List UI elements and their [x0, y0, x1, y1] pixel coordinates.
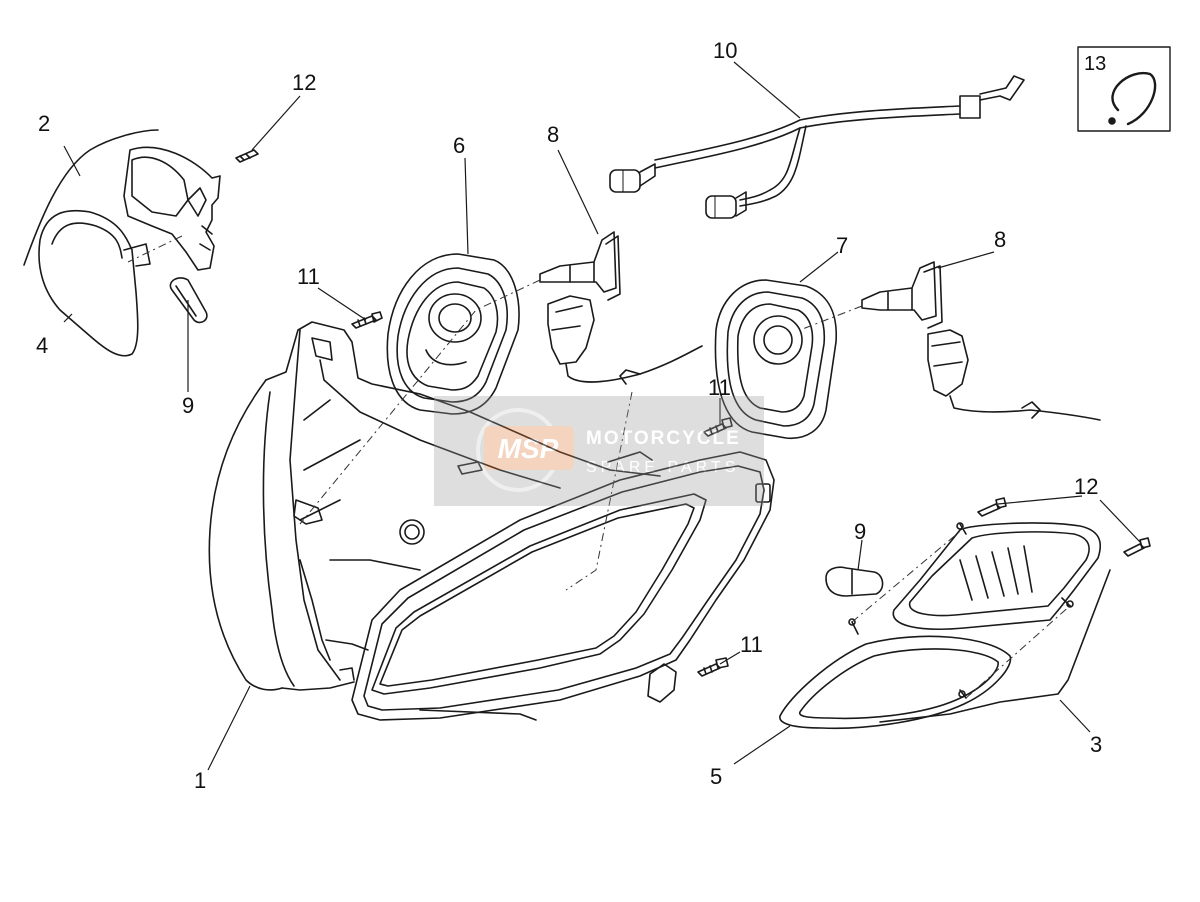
label-part-10: 10 — [713, 38, 738, 63]
part-11-screw-lower — [697, 657, 729, 677]
part-11-screw-upper-left — [351, 311, 383, 329]
part-12-screw-left — [235, 149, 259, 163]
label-part-7: 7 — [836, 233, 849, 258]
label-part-4: 4 — [36, 333, 49, 358]
part-12-screw-right-lower — [1123, 537, 1151, 557]
part-7-rubber-boot — [714, 279, 838, 439]
part-1-lens-frame — [351, 451, 775, 721]
part-5-indicator-lens — [779, 618, 1012, 730]
label-part-12-right: 12 — [1074, 474, 1099, 499]
watermark-logo: MSP — [498, 433, 559, 464]
part-11-screw-middle — [703, 417, 733, 437]
watermark-line2: SPARE PARTS — [586, 459, 739, 476]
part-3-indicator-housing — [879, 522, 1111, 723]
label-part-8-right: 8 — [994, 227, 1007, 252]
alignment-lines — [127, 235, 1073, 699]
label-part-8-left: 8 — [547, 122, 560, 147]
label-part-11-upper: 11 — [297, 264, 320, 289]
label-part-5: 5 — [710, 764, 723, 789]
leader-lines — [63, 61, 1141, 771]
label-part-13: 13 — [1084, 53, 1107, 75]
part-12-screw-right-upper — [977, 497, 1007, 517]
label-part-9-right: 9 — [854, 519, 867, 544]
label-part-3: 3 — [1090, 732, 1103, 757]
label-part-1: 1 — [194, 768, 207, 793]
part-8-bulb-socket-left — [539, 231, 703, 385]
part-9-bulb-right — [825, 566, 884, 597]
label-part-11-middle: 11 — [708, 375, 731, 400]
part-8-bulb-socket-right — [861, 261, 1101, 421]
part-13-clip-box — [1077, 46, 1171, 132]
label-part-12-left: 12 — [292, 70, 317, 95]
watermark-line1: MOTORCYCLE — [586, 428, 741, 449]
part-2-housing-cover — [23, 129, 221, 271]
part-10-wiring-harness — [609, 75, 1025, 219]
part-1-headlight-body — [208, 321, 661, 691]
part-6-rubber-boot — [386, 253, 520, 415]
label-part-11-lower: 11 — [740, 632, 763, 657]
label-part-9-left: 9 — [182, 393, 195, 418]
label-part-6: 6 — [453, 133, 466, 158]
watermark: MSP MOTORCYCLE SPARE PARTS — [434, 396, 764, 506]
label-part-2: 2 — [38, 111, 51, 136]
part-9-bulb-left — [169, 277, 208, 324]
part-4-side-lens — [38, 209, 151, 357]
